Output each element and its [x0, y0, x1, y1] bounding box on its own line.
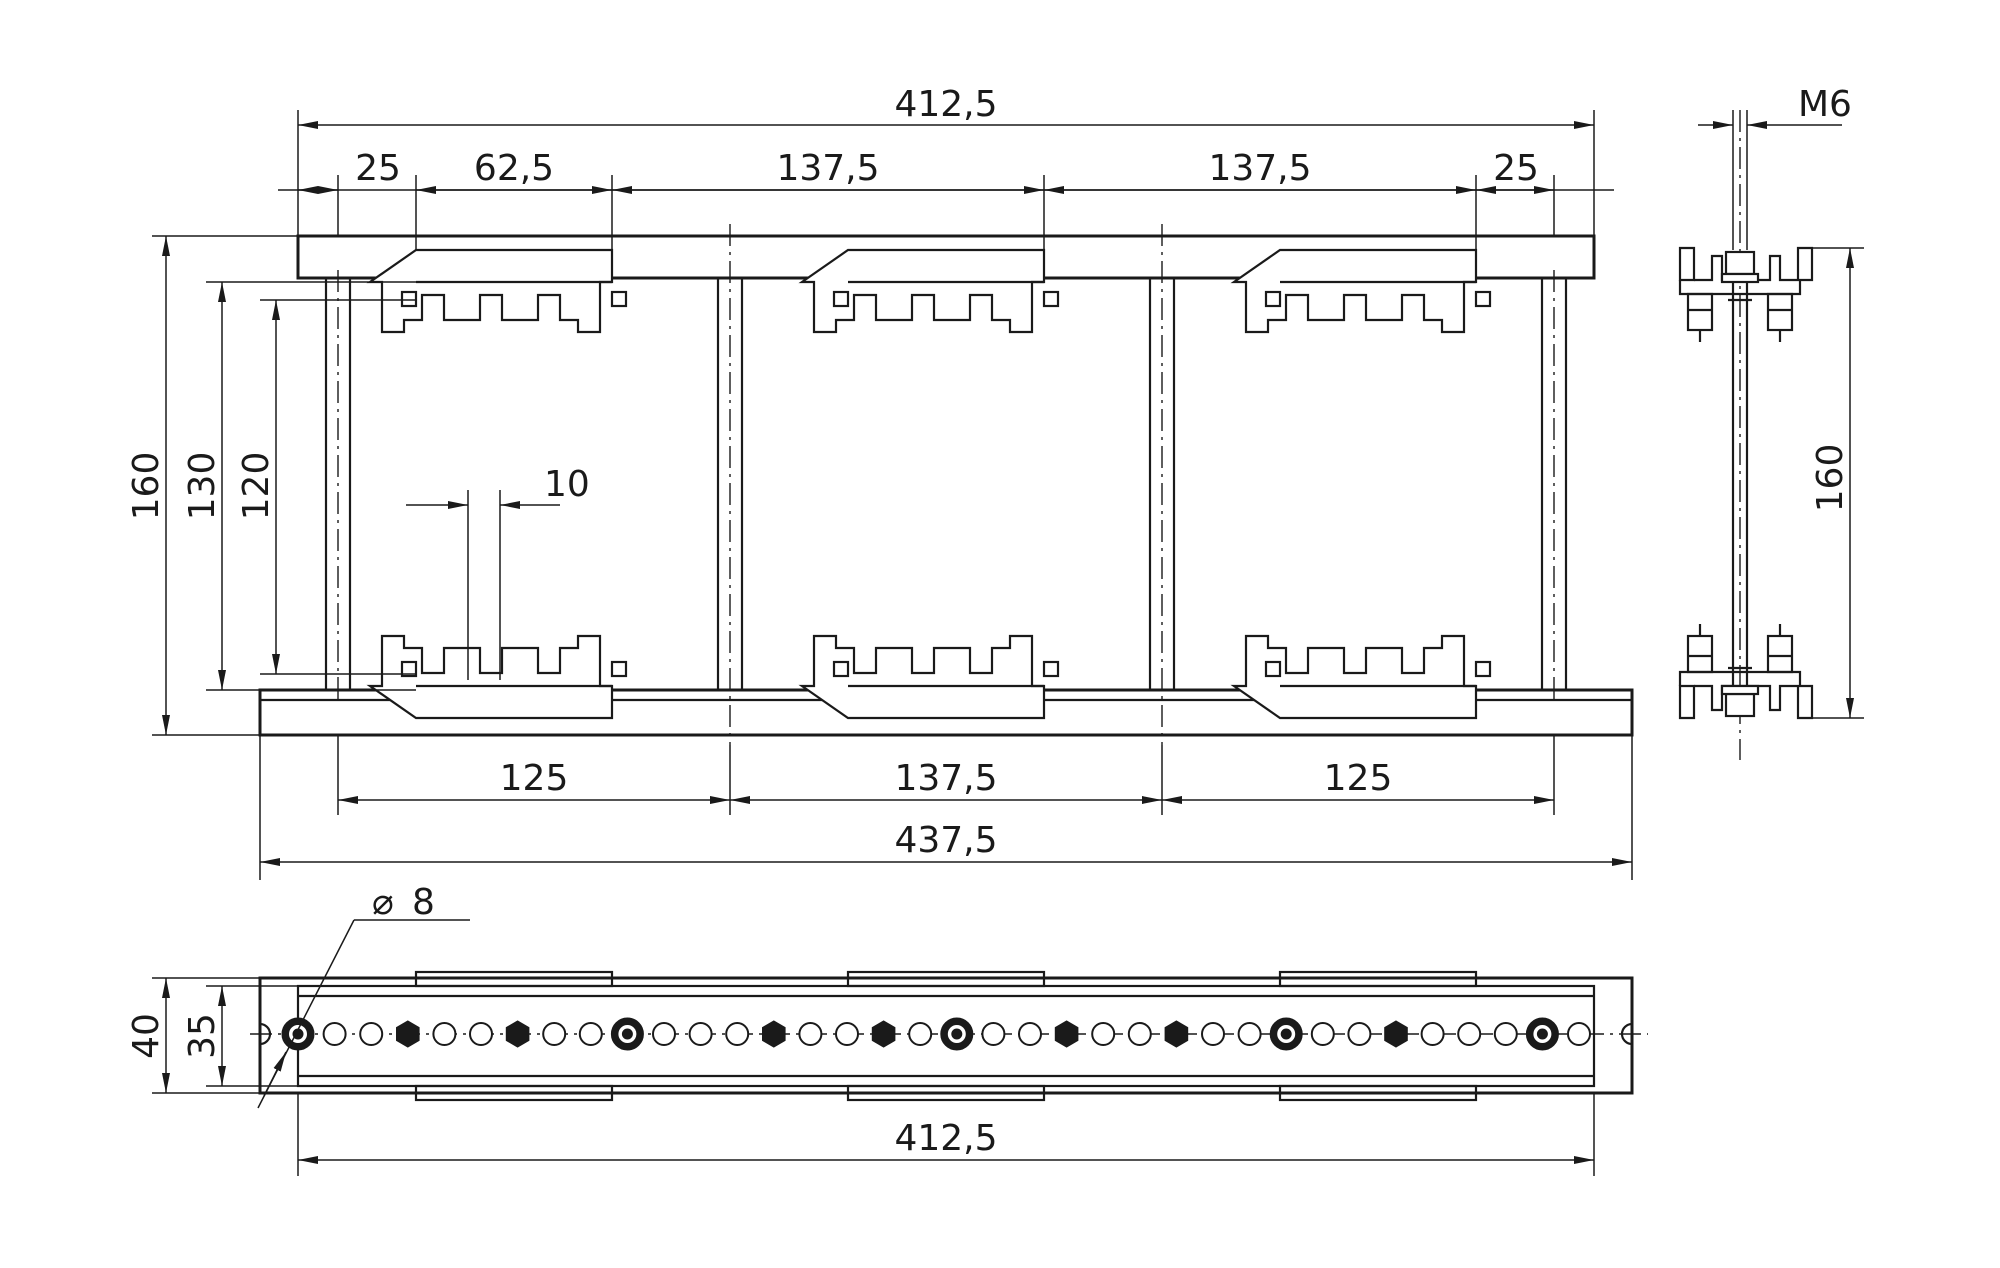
mounting-hole	[322, 1022, 347, 1046]
svg-text:40: 40	[126, 1013, 167, 1059]
svg-text:137,5: 137,5	[894, 758, 997, 799]
mounting-hole	[725, 1022, 750, 1046]
base-rail	[258, 976, 1634, 1095]
mounting-hole	[1493, 1022, 1518, 1046]
hole-row	[281, 1017, 1591, 1051]
hex-nut	[396, 1020, 420, 1048]
svg-text:130: 130	[182, 452, 223, 521]
mounting-hole	[1201, 1022, 1225, 1046]
mounting-hole	[542, 1022, 567, 1046]
mounting-hole	[688, 1022, 713, 1046]
dim-hole-diameter: ⌀ 8	[257, 882, 470, 1109]
hex-nut	[1384, 1020, 1408, 1048]
bolt-end	[1280, 1028, 1292, 1040]
dim-heights-left: 160 130 120	[126, 235, 416, 736]
mounting-hole	[432, 1022, 457, 1046]
top-clamps	[368, 248, 1492, 334]
dim-chain-top: 25 62,5 137,5 137,5 25	[278, 148, 1614, 194]
bottom-clamps	[368, 634, 1492, 720]
mounting-hole	[981, 1022, 1006, 1046]
mounting-hole	[1567, 1022, 1591, 1046]
svg-text:437,5: 437,5	[894, 820, 997, 861]
hex-nut	[1164, 1020, 1189, 1048]
side-bolt	[1720, 110, 1760, 760]
svg-text:8: 8	[412, 882, 435, 923]
side-view: M6 160	[1678, 84, 1864, 760]
hex-nut	[1054, 1020, 1079, 1048]
svg-text:25: 25	[1493, 148, 1539, 189]
svg-text:160: 160	[126, 452, 167, 521]
svg-text:62,5: 62,5	[474, 148, 554, 189]
svg-text:10: 10	[544, 464, 590, 505]
dim-overall-top: 412,5	[298, 84, 1594, 129]
dim-chain-bottom: 125 137,5 125 437,5	[259, 735, 1633, 880]
hex-nut	[505, 1020, 530, 1048]
dim-side-height: 160	[1800, 247, 1864, 719]
svg-text:125: 125	[500, 758, 569, 799]
svg-text:160: 160	[1810, 444, 1851, 513]
svg-text:35: 35	[182, 1013, 223, 1059]
mounting-hole	[1310, 1022, 1335, 1046]
front-view: 412,5 25 62,5 137,5 137,5 25	[126, 84, 1634, 880]
dim-base-heights: 40 35	[126, 977, 298, 1094]
hex-nut	[762, 1020, 786, 1048]
svg-text:137,5: 137,5	[776, 148, 879, 189]
svg-text:M6: M6	[1798, 84, 1852, 125]
mounting-hole	[1018, 1022, 1042, 1046]
mounting-hole	[1237, 1022, 1262, 1046]
dim-slot: 10	[406, 464, 590, 680]
svg-text:⌀: ⌀	[372, 882, 394, 923]
svg-text:25: 25	[355, 148, 401, 189]
mounting-hole	[652, 1022, 676, 1046]
mounting-hole	[908, 1022, 933, 1046]
mounting-hole	[578, 1022, 603, 1046]
mounting-hole	[1347, 1022, 1372, 1046]
bolt-end	[621, 1028, 633, 1040]
bottom-view: ⌀ 8 40 35 412,5	[126, 882, 1648, 1176]
mounting-hole	[469, 1022, 493, 1046]
svg-text:125: 125	[1324, 758, 1393, 799]
hex-nut	[871, 1020, 896, 1048]
bolt-end	[951, 1028, 963, 1040]
svg-text:120: 120	[236, 452, 277, 521]
mounting-hole	[1091, 1022, 1116, 1046]
svg-text:412,5: 412,5	[894, 1118, 997, 1159]
mounting-hole	[798, 1022, 823, 1046]
mounting-hole	[1127, 1022, 1152, 1046]
svg-text:412,5: 412,5	[894, 84, 997, 125]
dim-base-length: 412,5	[297, 1093, 1595, 1176]
bolt-end	[1536, 1028, 1548, 1040]
svg-text:137,5: 137,5	[1208, 148, 1311, 189]
mounting-hole	[1420, 1022, 1445, 1046]
uprights	[324, 224, 1568, 745]
mounting-hole	[1457, 1022, 1482, 1046]
dim-thread: M6	[1698, 84, 1852, 250]
mounting-hole	[359, 1022, 384, 1046]
mounting-hole	[835, 1022, 859, 1046]
